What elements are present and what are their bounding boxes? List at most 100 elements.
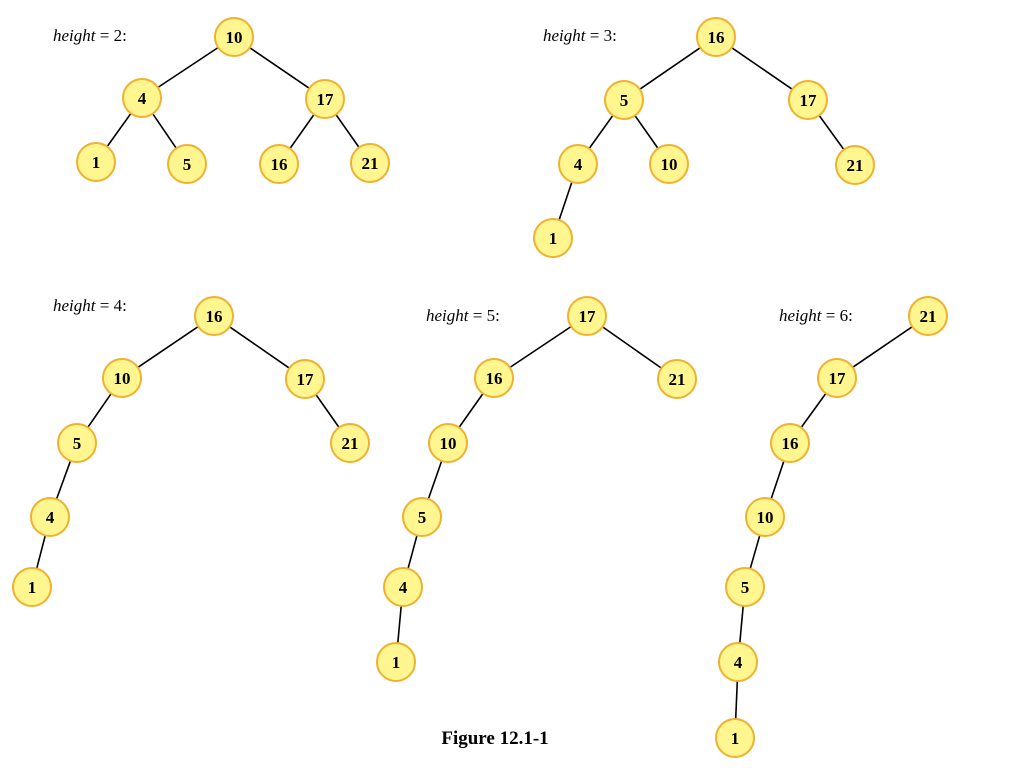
node-circle bbox=[30, 497, 70, 537]
tree-edge bbox=[731, 47, 793, 90]
height-label-tree-4: height = 5: bbox=[426, 306, 500, 326]
nodes-layer: 10 4 17 1 5 16 21 16 5 17 4 10 21 1 16 10 17 5 21 4 1 17 16 21 1… bbox=[12, 17, 948, 758]
tree-node: 17 bbox=[817, 358, 857, 398]
node-circle bbox=[376, 642, 416, 682]
node-value: 21 bbox=[920, 307, 937, 326]
height-label-tree-1: height = 2: bbox=[53, 26, 127, 46]
tree-node: 10 bbox=[649, 144, 689, 184]
height-label-var: height bbox=[53, 296, 96, 315]
node-circle bbox=[604, 80, 644, 120]
tree-edge bbox=[734, 680, 739, 720]
node-value: 1 bbox=[28, 578, 37, 597]
node-circle bbox=[567, 296, 607, 336]
tree-node: 10 bbox=[745, 497, 785, 537]
node-value: 17 bbox=[829, 369, 847, 388]
tree-node: 16 bbox=[696, 17, 736, 57]
tree-edge bbox=[818, 114, 845, 151]
tree-node: 21 bbox=[657, 359, 697, 399]
node-value: 17 bbox=[317, 90, 335, 109]
node-circle bbox=[835, 145, 875, 185]
tree-node: 10 bbox=[102, 358, 142, 398]
node-circle bbox=[428, 423, 468, 463]
node-circle bbox=[167, 144, 207, 184]
node-circle bbox=[214, 17, 254, 57]
tree-node: 4 bbox=[383, 567, 423, 607]
tree-edge bbox=[55, 460, 72, 500]
tree-node: 5 bbox=[57, 423, 97, 463]
node-circle bbox=[745, 497, 785, 537]
tree-node: 17 bbox=[305, 79, 345, 119]
node-value: 17 bbox=[800, 91, 818, 110]
node-circle bbox=[725, 567, 765, 607]
node-value: 21 bbox=[362, 154, 379, 173]
node-value: 17 bbox=[579, 307, 597, 326]
node-value: 4 bbox=[399, 578, 408, 597]
node-value: 4 bbox=[574, 155, 583, 174]
tree-node: 21 bbox=[835, 145, 875, 185]
tree-node: 21 bbox=[330, 423, 370, 463]
node-value: 1 bbox=[731, 729, 740, 748]
height-label-tree-5: height = 6: bbox=[779, 306, 853, 326]
tree-node: 21 bbox=[350, 143, 390, 183]
height-label-value: = 2: bbox=[95, 26, 127, 45]
tree-edge bbox=[749, 535, 761, 569]
node-value: 4 bbox=[46, 508, 55, 527]
height-label-tree-3: height = 4: bbox=[53, 296, 127, 316]
tree-node: 1 bbox=[12, 567, 52, 607]
node-circle bbox=[558, 144, 598, 184]
tree-edge bbox=[249, 47, 310, 89]
node-circle bbox=[194, 296, 234, 336]
node-circle bbox=[908, 296, 948, 336]
node-circle bbox=[259, 144, 299, 184]
tree-node: 5 bbox=[604, 80, 644, 120]
tree-edge bbox=[35, 535, 47, 569]
node-circle bbox=[657, 359, 697, 399]
node-circle bbox=[533, 218, 573, 258]
height-label-var: height bbox=[53, 26, 96, 45]
tree-edge bbox=[770, 460, 785, 500]
node-value: 21 bbox=[342, 434, 359, 453]
tree-node: 17 bbox=[567, 296, 607, 336]
tree-node: 5 bbox=[167, 144, 207, 184]
figure-caption: Figure 12.1-1 bbox=[441, 728, 549, 749]
tree-edge bbox=[137, 325, 199, 369]
node-value: 10 bbox=[661, 155, 678, 174]
node-value: 10 bbox=[226, 28, 243, 47]
tree-edge bbox=[289, 114, 315, 149]
node-circle bbox=[718, 642, 758, 682]
tree-edge bbox=[152, 113, 177, 149]
tree-node: 4 bbox=[30, 497, 70, 537]
node-circle bbox=[330, 423, 370, 463]
height-label-var: height bbox=[779, 306, 822, 325]
node-value: 16 bbox=[206, 307, 223, 326]
height-label-value: = 4: bbox=[95, 296, 127, 315]
tree-edge bbox=[639, 47, 701, 90]
tree-edge bbox=[407, 535, 418, 569]
tree-node: 21 bbox=[908, 296, 948, 336]
tree-node: 1 bbox=[376, 642, 416, 682]
node-value: 10 bbox=[114, 369, 131, 388]
tree-node: 1 bbox=[533, 218, 573, 258]
tree-node: 5 bbox=[402, 497, 442, 537]
node-circle bbox=[696, 17, 736, 57]
node-value: 16 bbox=[486, 369, 503, 388]
tree-edge bbox=[852, 326, 913, 368]
node-circle bbox=[350, 143, 390, 183]
node-value: 4 bbox=[138, 89, 147, 108]
node-value: 10 bbox=[440, 434, 457, 453]
tree-node: 4 bbox=[122, 78, 162, 118]
tree-node: 16 bbox=[259, 144, 299, 184]
tree-edge bbox=[397, 605, 402, 644]
tree-edge bbox=[458, 393, 484, 428]
node-circle bbox=[715, 718, 755, 758]
node-circle bbox=[788, 80, 828, 120]
node-value: 21 bbox=[847, 156, 864, 175]
node-circle bbox=[383, 567, 423, 607]
tree-edge bbox=[602, 326, 662, 369]
tree-node: 1 bbox=[76, 142, 116, 182]
tree-edge bbox=[634, 115, 659, 149]
tree-edge bbox=[739, 605, 744, 644]
tree-node: 10 bbox=[428, 423, 468, 463]
node-circle bbox=[770, 423, 810, 463]
height-label-value: = 3: bbox=[585, 26, 617, 45]
